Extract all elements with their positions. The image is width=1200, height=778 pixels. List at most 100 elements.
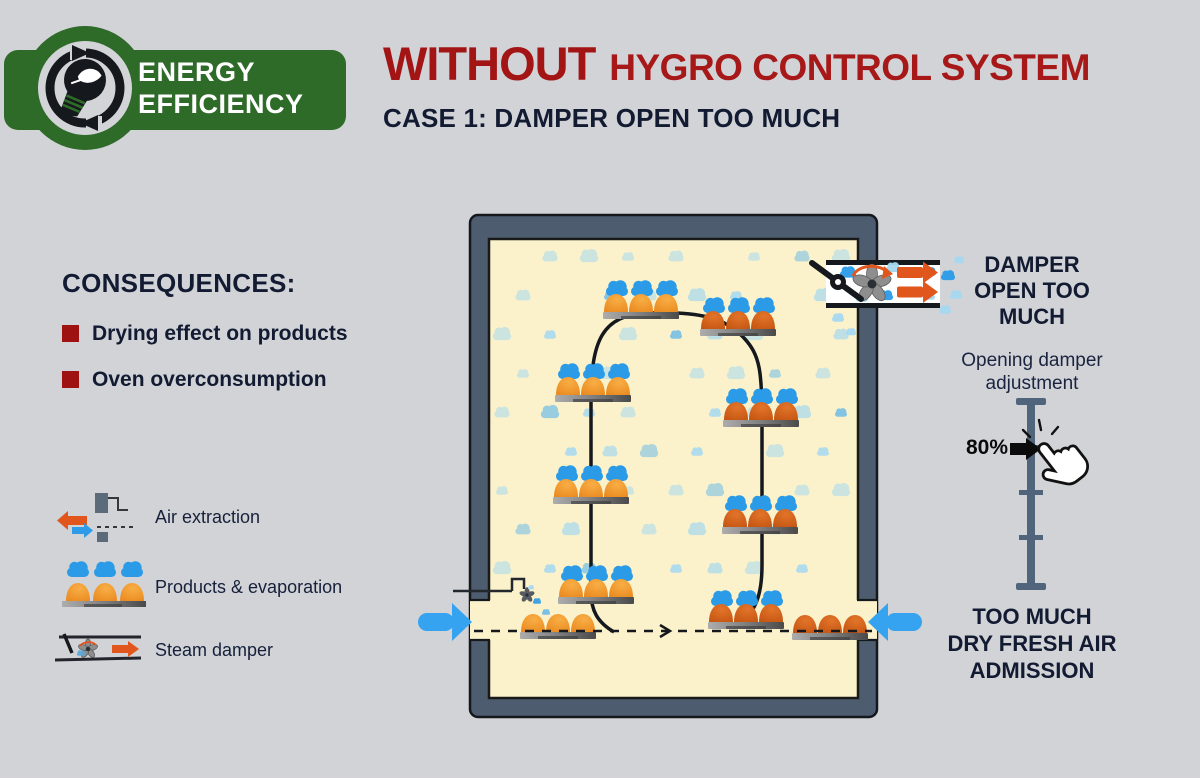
- legend-label-air-extraction: Air extraction: [155, 507, 261, 527]
- product-bun-icon: [749, 402, 773, 420]
- steam-cloud-icon: [753, 297, 775, 313]
- damper-status-label: DAMPER OPEN TOO MUCH: [944, 252, 1120, 330]
- steam-cloud-icon: [544, 564, 556, 573]
- steam-cloud-icon: [761, 590, 783, 606]
- energy-efficiency-logo: [4, 26, 346, 150]
- steam-cloud-icon: [606, 465, 628, 481]
- badge-line2: EFFICIENCY: [138, 89, 304, 119]
- steam-cloud-icon: [94, 561, 116, 577]
- steam-cloud-icon: [670, 330, 682, 339]
- product-bun-icon: [579, 479, 603, 497]
- air-extraction-port: [453, 577, 550, 615]
- steam-cloud-icon: [939, 305, 951, 314]
- steam-cloud-icon: [840, 266, 856, 278]
- steam-cloud-icon: [750, 495, 772, 511]
- steam-cloud-icon: [586, 565, 608, 581]
- legend-label-steam-damper: Steam damper: [155, 640, 274, 660]
- product-tray: [792, 615, 868, 640]
- steam-cloud-icon: [726, 388, 748, 404]
- product-bun-icon: [604, 294, 628, 312]
- product-bun-icon: [571, 614, 595, 632]
- hand-cursor-icon: [1037, 442, 1089, 486]
- product-bun-icon: [604, 479, 628, 497]
- page-title: WITHOUT HYGRO CONTROL SYSTEM: [383, 36, 1090, 91]
- admission-line: ADMISSION: [969, 658, 1095, 683]
- steam-cloud-icon: [602, 445, 618, 457]
- fan-icon: [852, 263, 892, 302]
- steam-cloud-icon: [765, 443, 785, 458]
- steam-cloud-icon: [561, 565, 583, 581]
- steam-cloud-icon: [711, 590, 733, 606]
- steam-cloud-icon: [668, 484, 684, 496]
- title-rest: HYGRO CONTROL SYSTEM: [609, 47, 1090, 88]
- product-bun-icon: [120, 583, 144, 601]
- product-bun-icon: [724, 402, 748, 420]
- product-bun-icon: [559, 579, 583, 597]
- steam-cloud-icon: [769, 369, 781, 378]
- steam-cloud-icon: [886, 262, 900, 273]
- oven-diagram: [418, 213, 964, 719]
- steam-cloud-icon: [515, 523, 531, 535]
- damper-status-line: DAMPER: [984, 252, 1080, 277]
- steam-cloud-icon: [831, 482, 851, 497]
- product-bun-icon: [773, 509, 797, 527]
- fan-icon: [519, 587, 535, 602]
- steam-cloud-icon: [540, 404, 560, 419]
- air-extraction-icon: [57, 493, 137, 542]
- steam-cloud-icon: [846, 328, 856, 336]
- steam-cloud-icon: [542, 250, 558, 262]
- steam-cloud-icon: [517, 369, 529, 378]
- steam-damper-icon: [55, 633, 142, 662]
- steam-cloud-icon: [833, 328, 849, 340]
- steam-cloud-icon: [606, 280, 628, 296]
- steam-cloud-icon: [631, 280, 653, 296]
- steam-cloud-icon: [581, 465, 603, 481]
- adjustment-label-line: adjustment: [985, 373, 1079, 394]
- steam-cloud-icon: [689, 367, 705, 379]
- product-bun-icon: [751, 311, 775, 329]
- product-bun-icon: [723, 509, 747, 527]
- steam-cloud-icon: [561, 521, 581, 536]
- steam-cloud-icon: [656, 280, 678, 296]
- product-tray: [603, 280, 679, 319]
- steam-cloud-icon: [691, 447, 703, 456]
- adjustment-label-line: Opening damper: [961, 350, 1103, 371]
- product-bun-icon: [609, 579, 633, 597]
- steam-cloud-icon: [565, 447, 577, 456]
- steam-cloud-icon: [494, 406, 510, 418]
- damper-opening-slider: [1010, 398, 1089, 590]
- air-path-dashed: [474, 623, 872, 639]
- steam-cloud-icon: [950, 290, 962, 299]
- steam-cloud-icon: [736, 590, 758, 606]
- steam-cloud-icon: [515, 289, 531, 301]
- fresh-air-arrow-left: [418, 603, 472, 641]
- products-evaporation-icon: [62, 561, 146, 607]
- steam-cloud-icon: [817, 447, 829, 456]
- click-spark-icon: [1021, 418, 1060, 439]
- steam-cloud-icon: [558, 363, 580, 379]
- legend-label-products: Products & evaporation: [155, 577, 343, 597]
- product-bun-icon: [93, 583, 117, 601]
- steam-cloud-icon: [954, 256, 964, 264]
- steam-cloud-icon: [709, 408, 721, 417]
- steam-cloud-icon: [583, 363, 605, 379]
- product-bun-icon: [66, 583, 90, 601]
- product-bun-icon: [726, 311, 750, 329]
- product-bun-icon: [774, 402, 798, 420]
- consequences-heading: CONSEQUENCES:: [62, 268, 296, 298]
- slider-value-marker: [1010, 438, 1041, 460]
- steam-cloud-icon: [77, 650, 85, 656]
- product-bun-icon: [554, 479, 578, 497]
- product-tray: [708, 590, 784, 629]
- steam-out-arrows: [897, 261, 938, 303]
- badge-text: ENERGY EFFICIENCY: [138, 56, 304, 120]
- badge-line1: ENERGY: [138, 57, 256, 87]
- steam-cloud-icon: [639, 443, 659, 458]
- admission-line: TOO MUCH: [972, 604, 1092, 629]
- steam-cloud-icon: [622, 252, 634, 261]
- steam-cloud-icon: [687, 521, 707, 536]
- product-bun-icon: [521, 614, 545, 632]
- steam-cloud-icon: [618, 326, 638, 341]
- steam-cloud-icon: [544, 330, 556, 339]
- steam-cloud-icon: [670, 564, 682, 573]
